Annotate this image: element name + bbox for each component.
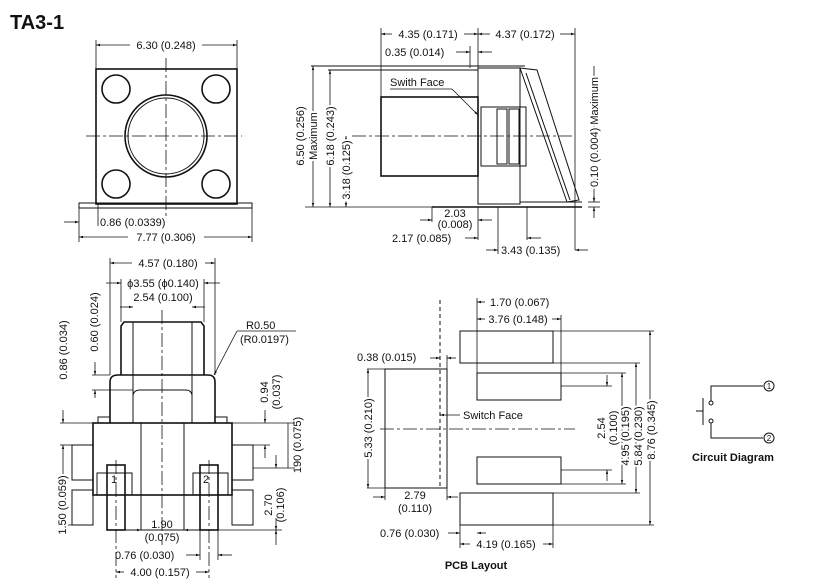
- dim-190-inch: (0.075): [145, 532, 180, 544]
- dim-060: 0.60 (0.024): [89, 292, 101, 351]
- pcb-pad: [476, 456, 562, 485]
- dim-343: 3.43 (0.135): [501, 245, 560, 257]
- pcb-pad: [459, 492, 554, 526]
- dim-170: 1.70 (0.067): [490, 297, 549, 309]
- dim-254-inch: (0.100): [608, 411, 620, 446]
- dim-right-width: 4.37 (0.172): [495, 29, 554, 41]
- dim-254: 2.54 (0.100): [133, 292, 192, 304]
- part-title: TA3-1: [10, 12, 64, 34]
- dim-279: 2.79: [404, 490, 425, 502]
- switch-face-label: Switch Face: [463, 410, 523, 422]
- terminal-2-label: 2: [767, 434, 772, 443]
- dim-clearance: 0.10 (0.004) Maximum: [589, 77, 601, 187]
- dim-400: 4.00 (0.157): [130, 567, 189, 579]
- dim-279-inch: (0.110): [398, 503, 432, 515]
- terminal-2-icon: [763, 432, 775, 444]
- terminal-1-label: 1: [767, 382, 772, 391]
- dim-height: 6.18 (0.243): [325, 106, 337, 165]
- circuit-diagram: 1 2 Circuit Diagram: [692, 380, 775, 464]
- dim-height-max: 6.50 (0.256): [295, 106, 307, 165]
- circuit-diagram-caption: Circuit Diagram: [692, 452, 774, 464]
- dim-150: 1.50 (0.059): [57, 475, 69, 534]
- radius-label-inch: (R0.0197): [240, 334, 289, 346]
- dim-533: 5.33 (0.210): [363, 398, 375, 457]
- dim-203-inch: (0.008): [438, 219, 473, 231]
- dim-086: 0.86 (0.034): [58, 320, 70, 379]
- dim-270-inch: (0.106): [275, 488, 287, 523]
- front-view: 1 2 4.57 (0.180) ϕ3.55 (ϕ0.140) 2.54 (0.…: [55, 258, 304, 579]
- radius-label: R0.50: [246, 320, 275, 332]
- dim-center: 3.18 (0.125): [341, 140, 353, 199]
- pin-2-label: 2: [203, 474, 209, 486]
- dim-270: 2.70: [263, 494, 275, 515]
- dim-overall: 7.77 (0.306): [136, 232, 195, 244]
- dim-254: 2.54: [596, 417, 608, 438]
- side-view: 4.35 (0.171) 4.37 (0.172) 0.35 (0.014) 6…: [293, 28, 603, 257]
- dim-457: 4.57 (0.180): [138, 258, 197, 270]
- dim-left-width: 4.35 (0.171): [398, 29, 457, 41]
- dim-203: 2.03: [444, 208, 465, 220]
- top-view: 6.30 (0.248) 0.86 (0.0339) 7.77 (0.306): [64, 40, 253, 244]
- pin-1-label: 1: [111, 474, 117, 486]
- dim-584: 5.84 (0.230): [633, 406, 645, 465]
- switch-face-label: Swith Face: [390, 77, 444, 89]
- dim-076: 0.76 (0.030): [380, 528, 439, 540]
- dim-offset: 0.86 (0.0339): [100, 217, 165, 229]
- dim-376: 3.76 (0.148): [488, 314, 547, 326]
- dim-419: 4.19 (0.165): [476, 539, 535, 551]
- dim-355: ϕ3.55 (ϕ0.140): [127, 278, 199, 290]
- dim-876: 8.76 (0.345): [646, 400, 658, 459]
- pcb-pad: [459, 330, 554, 364]
- dim-gap: 0.35 (0.014): [385, 47, 444, 59]
- terminal-1-icon: [763, 380, 775, 392]
- dim-094: 0.94: [259, 381, 271, 402]
- pcb-pad: [476, 372, 562, 401]
- pcb-pad-large: [384, 368, 448, 489]
- dim-190-vertical: 190 (0.075): [292, 417, 304, 473]
- dim-190: 1.90: [151, 519, 172, 531]
- dim-094-inch: (0.037): [271, 375, 283, 410]
- dim-width: 6.30 (0.248): [136, 40, 195, 52]
- dim-076: 0.76 (0.030): [115, 550, 174, 562]
- dim-495: 4.95 (0.195): [620, 406, 632, 465]
- pcb-layout-caption: PCB Layout: [445, 560, 508, 572]
- dim-038: 0.38 (0.015): [357, 352, 416, 364]
- pcb-layout: 1.70 (0.067) 3.76 (0.148) 0.38 (0.015) S…: [357, 297, 660, 572]
- maximum-label: Maximum: [308, 112, 320, 160]
- dim-217: 2.17 (0.085): [392, 233, 451, 245]
